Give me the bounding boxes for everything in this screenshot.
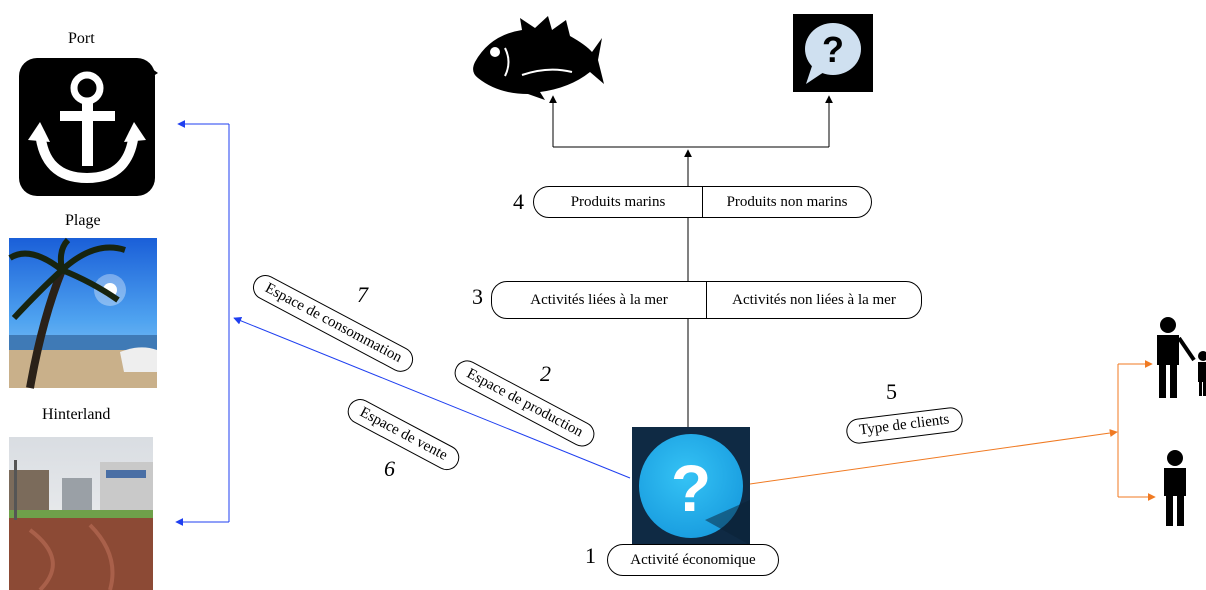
non-sea-activities-label: Activités non liées à la mer [732,291,896,308]
step-number-4: 4 [513,189,524,214]
street-photo [9,437,153,590]
step-number-7: 7 [357,282,368,307]
products-pill: Produits marins Produits non marins [533,186,872,218]
place-label-plage: Plage [65,212,101,229]
anchor-icon [19,58,158,196]
products-non-marine-label: Produits non marins [726,193,848,210]
adult-icon [1164,450,1186,526]
svg-text:?: ? [671,451,711,525]
question-bubble-icon: ? [793,14,873,92]
svg-text:?: ? [822,29,844,70]
pill-divider [706,282,707,318]
pill-divider [702,187,703,217]
step-number-6: 6 [384,456,395,481]
place-label-port: Port [68,30,95,47]
step-number-3: 3 [472,284,483,309]
economic-activity-label: Activité économique [630,551,756,568]
fish-icon [473,16,604,100]
client-arrows [749,360,1156,501]
beach-photo [8,237,157,389]
step-number-5: 5 [886,379,897,404]
step-number-2: 2 [540,361,551,386]
economic-activity-pill: Activité économique [607,544,779,576]
sea-activities-label: Activités liées à la mer [530,291,668,308]
space-arrows [175,120,631,526]
parent-child-icon [1157,317,1206,398]
products-marine-label: Produits marins [570,193,666,210]
place-label-hinterland: Hinterland [42,406,111,423]
question-circle-icon: ? [632,427,750,545]
products-arrows [549,95,833,427]
step-number-1: 1 [585,543,596,568]
activities-pill: Activités liées à la mer Activités non l… [491,281,922,319]
